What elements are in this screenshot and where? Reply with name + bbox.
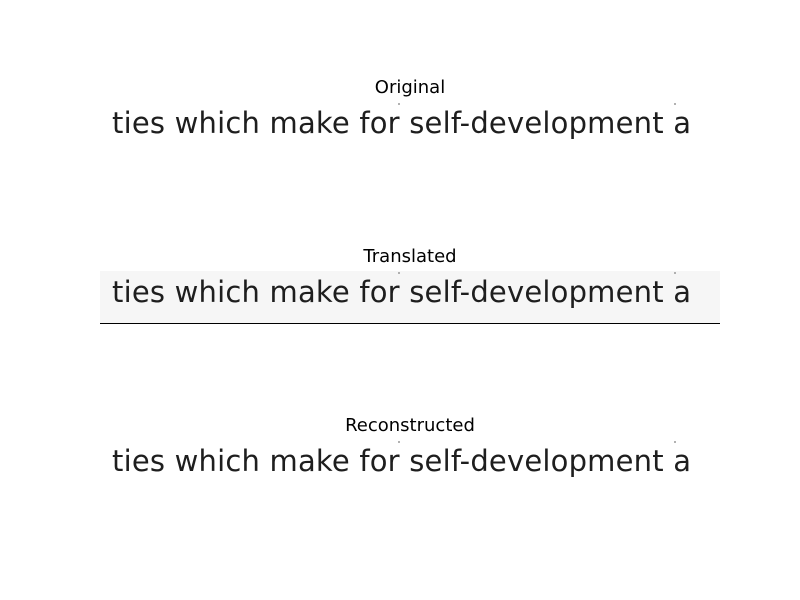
panel-translated: ties which make for self-development a: [100, 271, 720, 324]
panel-text-translated: ties which make for self-development a: [112, 275, 692, 309]
panel-title-reconstructed: Reconstructed: [345, 415, 475, 436]
image-speck: [398, 103, 400, 105]
panel-reconstructed: ties which make for self-development a: [100, 440, 720, 492]
image-speck: [674, 272, 676, 274]
panel-text-original: ties which make for self-development a: [112, 106, 692, 140]
panel-title-translated: Translated: [363, 246, 457, 267]
image-speck: [674, 441, 676, 443]
panel-title-original: Original: [374, 77, 446, 98]
image-speck: [398, 441, 400, 443]
panel-original: ties which make for self-development a: [100, 102, 720, 154]
panel-text-reconstructed: ties which make for self-development a: [112, 444, 692, 478]
image-speck: [674, 103, 676, 105]
image-speck: [398, 272, 400, 274]
